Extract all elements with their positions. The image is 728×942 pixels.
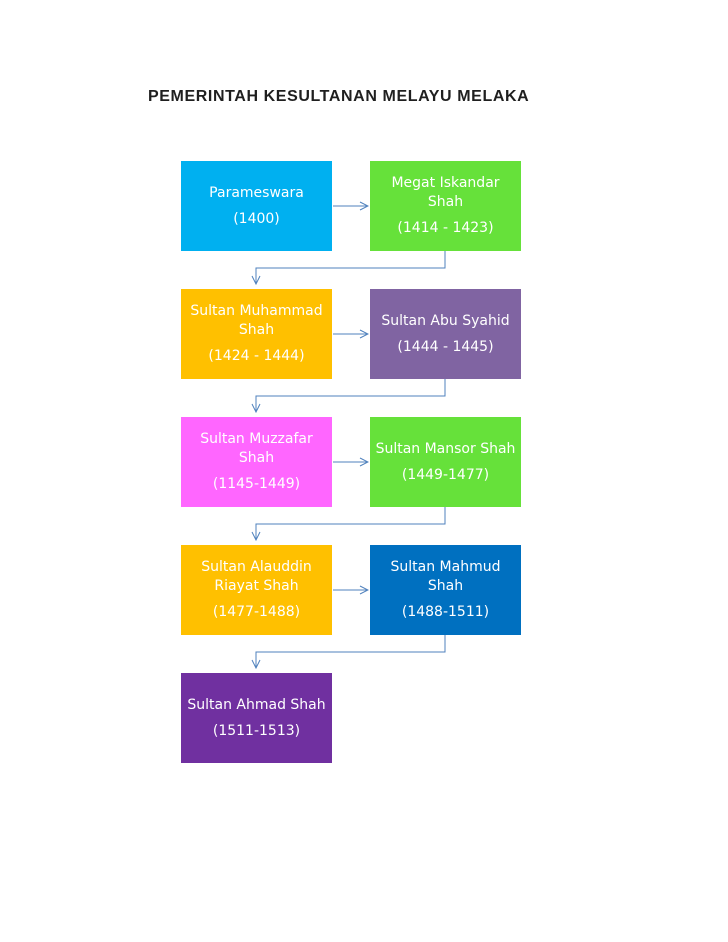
ruler-name: Sultan Ahmad Shah <box>187 696 326 713</box>
ruler-years: (1477-1488) <box>212 604 301 620</box>
ruler-years: (1424 - 1444) <box>208 348 305 364</box>
ruler-name: Sultan Muhammad Shah <box>190 303 323 338</box>
elbow-6-to-7 <box>256 507 446 540</box>
ruler-years: (1414 - 1423) <box>397 220 494 236</box>
ruler-years: (1511-1513) <box>212 722 301 739</box>
ruler-box-sultan-muzzafar-shah: Sultan Muzzafar Shah (1145-1449) <box>181 417 332 507</box>
ruler-years: (1488-1511) <box>401 604 490 620</box>
ruler-box-sultan-mahmud-shah: Sultan Mahmud Shah (1488-1511) <box>370 545 521 635</box>
elbow-2-to-3 <box>256 251 446 284</box>
ruler-name: Megat Iskandar Shah <box>391 175 500 210</box>
ruler-box-parameswara: Parameswara (1400) <box>181 161 332 251</box>
elbow-8-to-9 <box>256 635 446 668</box>
ruler-years: (1449-1477) <box>401 466 490 483</box>
elbow-4-to-5 <box>256 379 446 412</box>
ruler-box-sultan-mansor-shah: Sultan Mansor Shah (1449-1477) <box>370 417 521 507</box>
ruler-name: Sultan Muzzafar Shah <box>200 431 313 466</box>
page-title: PEMERINTAH KESULTANAN MELAYU MELAKA <box>148 88 530 105</box>
ruler-years: (1400) <box>233 210 280 227</box>
ruler-box-sultan-alauddin-riayat-shah: Sultan Alauddin Riayat Shah (1477-1488) <box>181 545 332 635</box>
ruler-name: Sultan Alauddin Riayat Shah <box>201 559 312 594</box>
ruler-name: Sultan Abu Syahid <box>381 312 510 329</box>
ruler-box-megat-iskandar-shah: Megat Iskandar Shah (1414 - 1423) <box>370 161 521 251</box>
ruler-years: (1444 - 1445) <box>397 338 494 355</box>
ruler-box-sultan-muhammad-shah: Sultan Muhammad Shah (1424 - 1444) <box>181 289 332 379</box>
ruler-name: Sultan Mahmud Shah <box>390 559 501 594</box>
ruler-box-sultan-abu-syahid: Sultan Abu Syahid (1444 - 1445) <box>370 289 521 379</box>
ruler-box-sultan-ahmad-shah: Sultan Ahmad Shah (1511-1513) <box>181 673 332 763</box>
ruler-name: Parameswara <box>209 184 304 201</box>
ruler-years: (1145-1449) <box>212 476 301 492</box>
ruler-name: Sultan Mansor Shah <box>375 440 516 457</box>
